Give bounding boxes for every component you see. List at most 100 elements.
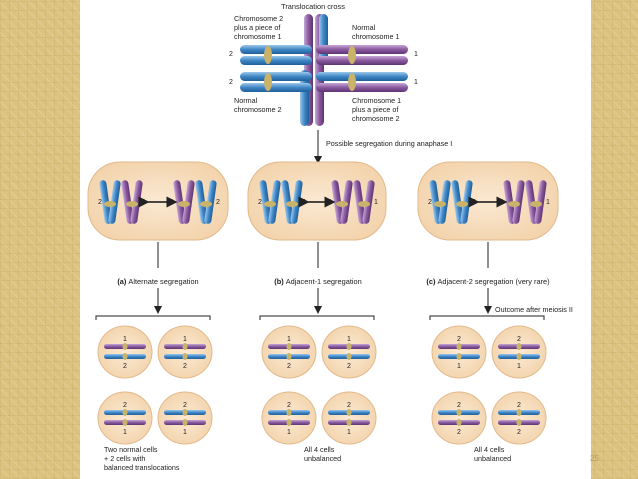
anaphase-label: Possible segregation during anaphase I [326,139,452,148]
segregation-label: (a) Alternate segregation [117,277,198,286]
daughter-cell: 21 [97,391,153,445]
chromosome-number: 1 [347,429,351,436]
translocation-cross: Translocation cross Chromosome 2 plus a … [229,2,418,126]
cross-chromatid [240,56,312,65]
centromere [336,201,348,207]
centromere [508,201,520,207]
centromere [348,46,356,64]
chromosome-number: 2 [123,363,127,370]
chromosome-number: 2 [302,199,306,206]
centromere [104,201,116,207]
chromosome-number: 1 [123,336,127,343]
segregation-label: (c) Adjacent-2 segregation (very rare) [426,277,549,286]
cell-body [97,325,153,379]
daughter-cell: 21 [431,325,487,379]
segregation-label: (b) Adjacent-1 segregation [274,277,362,286]
chromosome-number: 2 [347,402,351,409]
cell-body [97,391,153,445]
centromere [182,343,188,350]
chromosome-number: 1 [500,199,504,206]
centromere [456,409,462,416]
label-chr2-piece1: Chromosome 2 plus a piece of chromosome … [234,14,285,41]
page-number: 25 [590,454,599,463]
chromosome-number: 1 [142,199,146,206]
centromere [434,201,446,207]
chromosome-number: 2 [457,402,461,409]
chromosome-number: 2 [229,79,233,86]
centromere [456,353,462,360]
segregation-name: Adjacent-2 segregation (very rare) [437,277,549,286]
cell-body [491,391,547,445]
centromere [346,419,352,426]
chromosome-number: 1 [170,199,174,206]
centromere [182,353,188,360]
daughter-cell: 21 [491,325,547,379]
centromere [516,409,522,416]
chromosome-number: 1 [374,199,378,206]
chromosome-number: 2 [98,199,102,206]
centromere [286,343,292,350]
centromere [346,353,352,360]
chromosome-number: 2 [517,429,521,436]
segregation-labels: (a) Alternate segregation (b) Adjacent-1 … [117,242,550,314]
label-normal-2: Normal chromosome 2 [234,96,282,114]
chromosome-number: 1 [517,363,521,370]
centromere [122,353,128,360]
centromere [358,201,370,207]
cell-body [417,161,559,241]
centromere [346,343,352,350]
chromosome-number: 2 [216,199,220,206]
bracket [259,315,375,320]
segregation-letter: (a) [117,277,128,286]
daughter-cell: 12 [321,325,377,379]
chromosome-number: 2 [517,402,521,409]
outcome-line: unbalanced [474,454,511,463]
segregation-name: Adjacent-1 segregation [286,277,362,286]
segregation-letter: (b) [274,277,286,286]
daughter-cell: 12 [157,325,213,379]
outcome-line: balanced translocations [104,463,180,472]
centromere [456,201,468,207]
label-chr1-piece2: Chromosome 1 plus a piece of chromosome … [352,96,403,123]
cell-body [491,325,547,379]
centromere [530,201,542,207]
chromosome-number: 2 [183,363,187,370]
chromosome-number: 2 [517,336,521,343]
chromosome-number: 1 [546,199,550,206]
segregation-letter: (c) [426,277,437,286]
outcome-line: All 4 cells [304,445,335,454]
segregation-name: Alternate segregation [128,277,198,286]
chromosome-number: 2 [183,402,187,409]
cell-body [261,391,317,445]
chromosome-number: 2 [229,51,233,58]
daughter-cell: 12 [97,325,153,379]
outcome-label: Outcome after meiosis II [495,305,573,314]
centromere [264,201,276,207]
chromosome-number: 1 [328,199,332,206]
outcome-line: All 4 cells [474,445,505,454]
outcome-line: unbalanced [304,454,341,463]
centromere [348,73,356,91]
chromosome-number: 1 [414,79,418,86]
bracket [429,315,545,320]
centromere [126,201,138,207]
figure-title: Translocation cross [281,2,345,11]
centromere [516,419,522,426]
centromere [182,419,188,426]
chromosome-number: 1 [123,429,127,436]
chromosome-number: 2 [428,199,432,206]
cell-body [87,161,229,241]
cell-body [431,325,487,379]
chromosome-number: 2 [287,402,291,409]
cross-chromatid [316,45,408,54]
anaphase-cell: 2 1 1 2 [87,161,229,241]
daughter-cell: 22 [491,391,547,445]
cross-chromatid [316,56,408,65]
centromere [286,409,292,416]
